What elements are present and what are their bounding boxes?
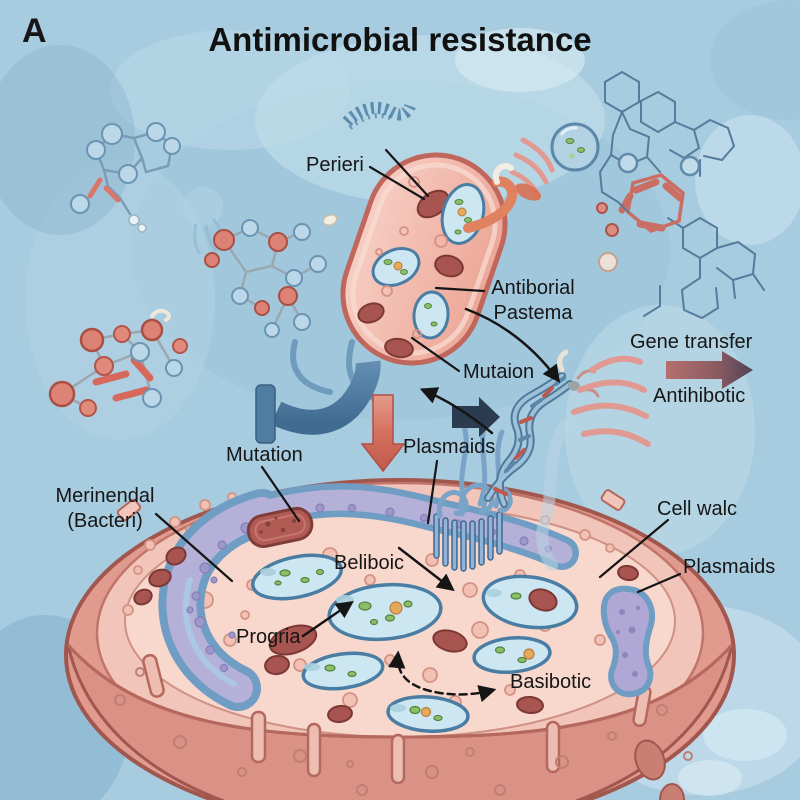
label-basibotic: Basibotic (510, 671, 592, 693)
gene-transfer-arrow (666, 351, 753, 389)
molecule-lower-left (48, 308, 188, 417)
plasmid-organelle (600, 585, 655, 698)
gene-transfer-flagella (571, 355, 651, 447)
mini-bacterium-icon (342, 101, 416, 130)
plasmid-transfer-arrow (452, 397, 500, 437)
molecule-middle (204, 213, 338, 338)
leader-lines (154, 148, 682, 594)
molecule-top-right (596, 70, 765, 320)
label-plasmaids-top: Plasmaids (403, 436, 496, 458)
escaping-vesicle (509, 122, 600, 201)
panel-label: A (22, 12, 47, 50)
label-mutaion: Mutaion (463, 361, 535, 383)
annotation-arrows (301, 307, 561, 703)
upper-bacterium (340, 152, 518, 366)
molecule-top-left (70, 122, 181, 233)
label-perieri: Perieri (306, 154, 364, 176)
dna-helix (484, 349, 600, 571)
label-plasmaids-right: Plasmaids (683, 556, 776, 578)
label-merinendal: Merinendal (Bacteri) (55, 485, 155, 532)
label-mutation: Mutation (226, 444, 303, 466)
label-gene-transfer: Gene transfer (630, 331, 753, 353)
selection-down-arrow (360, 394, 406, 473)
basibotic-dashed-arrow (388, 650, 497, 703)
label-beliboic: Beliboic (334, 552, 405, 574)
flagellum (463, 176, 518, 233)
label-progria: Progria (236, 626, 301, 648)
label-cell-walc: Cell walc (657, 498, 738, 520)
figure-title: Antimicrobial resistance (208, 21, 592, 58)
label-antiborial-pastema: Antiborial Pastema (491, 277, 575, 324)
mutation-inhibitor-arrow (255, 339, 381, 444)
pili-comb (433, 417, 513, 572)
label-antihibotic: Antihibotic (653, 385, 746, 407)
